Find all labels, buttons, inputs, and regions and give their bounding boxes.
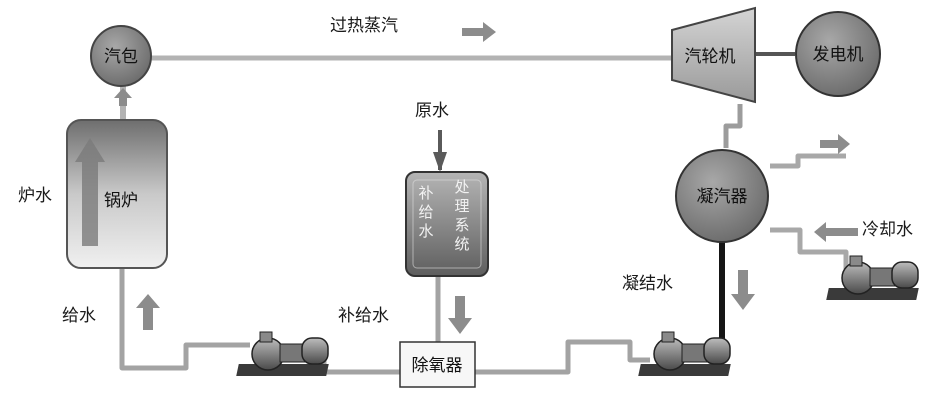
- cooling-out-pipe: [770, 153, 846, 169]
- drum-circle: [90, 25, 152, 87]
- treatment-inner: [412, 179, 482, 269]
- drum-up-arrow: [114, 88, 132, 106]
- treatment-left-label: 补给水: [418, 184, 433, 240]
- exhaust-pipe: [723, 104, 743, 148]
- condensate-pump: [638, 331, 731, 376]
- condenser-label: 凝汽器: [697, 187, 748, 207]
- deaerator-label: 除氧器: [412, 356, 463, 376]
- pipes: [119, 52, 849, 375]
- turbine-body: [671, 6, 756, 104]
- turbine: 汽轮机: [671, 6, 756, 104]
- cooling-in-arrow: [814, 222, 858, 242]
- boiler-label: 锅炉: [104, 191, 138, 211]
- feed-up-arrow: [136, 294, 160, 330]
- flow-arrows: [114, 22, 858, 334]
- boiler: 锅炉: [66, 119, 168, 269]
- cooling-water-label: 冷却水: [862, 220, 913, 240]
- steam-arrow: [462, 22, 496, 42]
- condensate-return-pipe: [475, 339, 650, 375]
- raw-water-label: 原水: [415, 101, 449, 121]
- deaerator: 除氧器: [399, 341, 476, 388]
- superheated-steam-label: 过热蒸汽: [330, 16, 398, 36]
- generator-circle: [795, 11, 881, 97]
- feed-water-label: 给水: [62, 306, 96, 326]
- boiler-water-label: 炉水: [18, 186, 52, 206]
- makeup-water-label: 补给水: [338, 306, 389, 326]
- drum: 汽包: [90, 25, 152, 87]
- feed-pump: [236, 331, 329, 376]
- deaerator-box: [399, 341, 476, 388]
- generator-label: 发电机: [813, 45, 864, 65]
- feed-pipe-1: [321, 358, 400, 375]
- makeup-down-arrow: [448, 296, 472, 334]
- cooling-pump: [826, 255, 919, 300]
- treatment-right-label: 处理系统: [454, 178, 469, 253]
- cooling-in-pipe: [770, 227, 849, 270]
- condensate-down-arrow: [731, 270, 755, 310]
- raw-water-arrow: [433, 152, 447, 172]
- turbine-label: 汽轮机: [685, 47, 736, 67]
- condenser-circle: [675, 149, 769, 243]
- generator: 发电机: [795, 11, 881, 97]
- treatment-system: 补给水 处理系统: [405, 171, 489, 277]
- feed-pipe-2: [119, 268, 250, 371]
- cooling-out-arrow: [820, 134, 850, 154]
- condensate-label: 凝结水: [622, 274, 673, 294]
- drum-label: 汽包: [104, 47, 138, 67]
- treatment-body: [405, 171, 489, 277]
- condenser: 凝汽器: [675, 149, 769, 243]
- boiler-arrow: [75, 138, 105, 246]
